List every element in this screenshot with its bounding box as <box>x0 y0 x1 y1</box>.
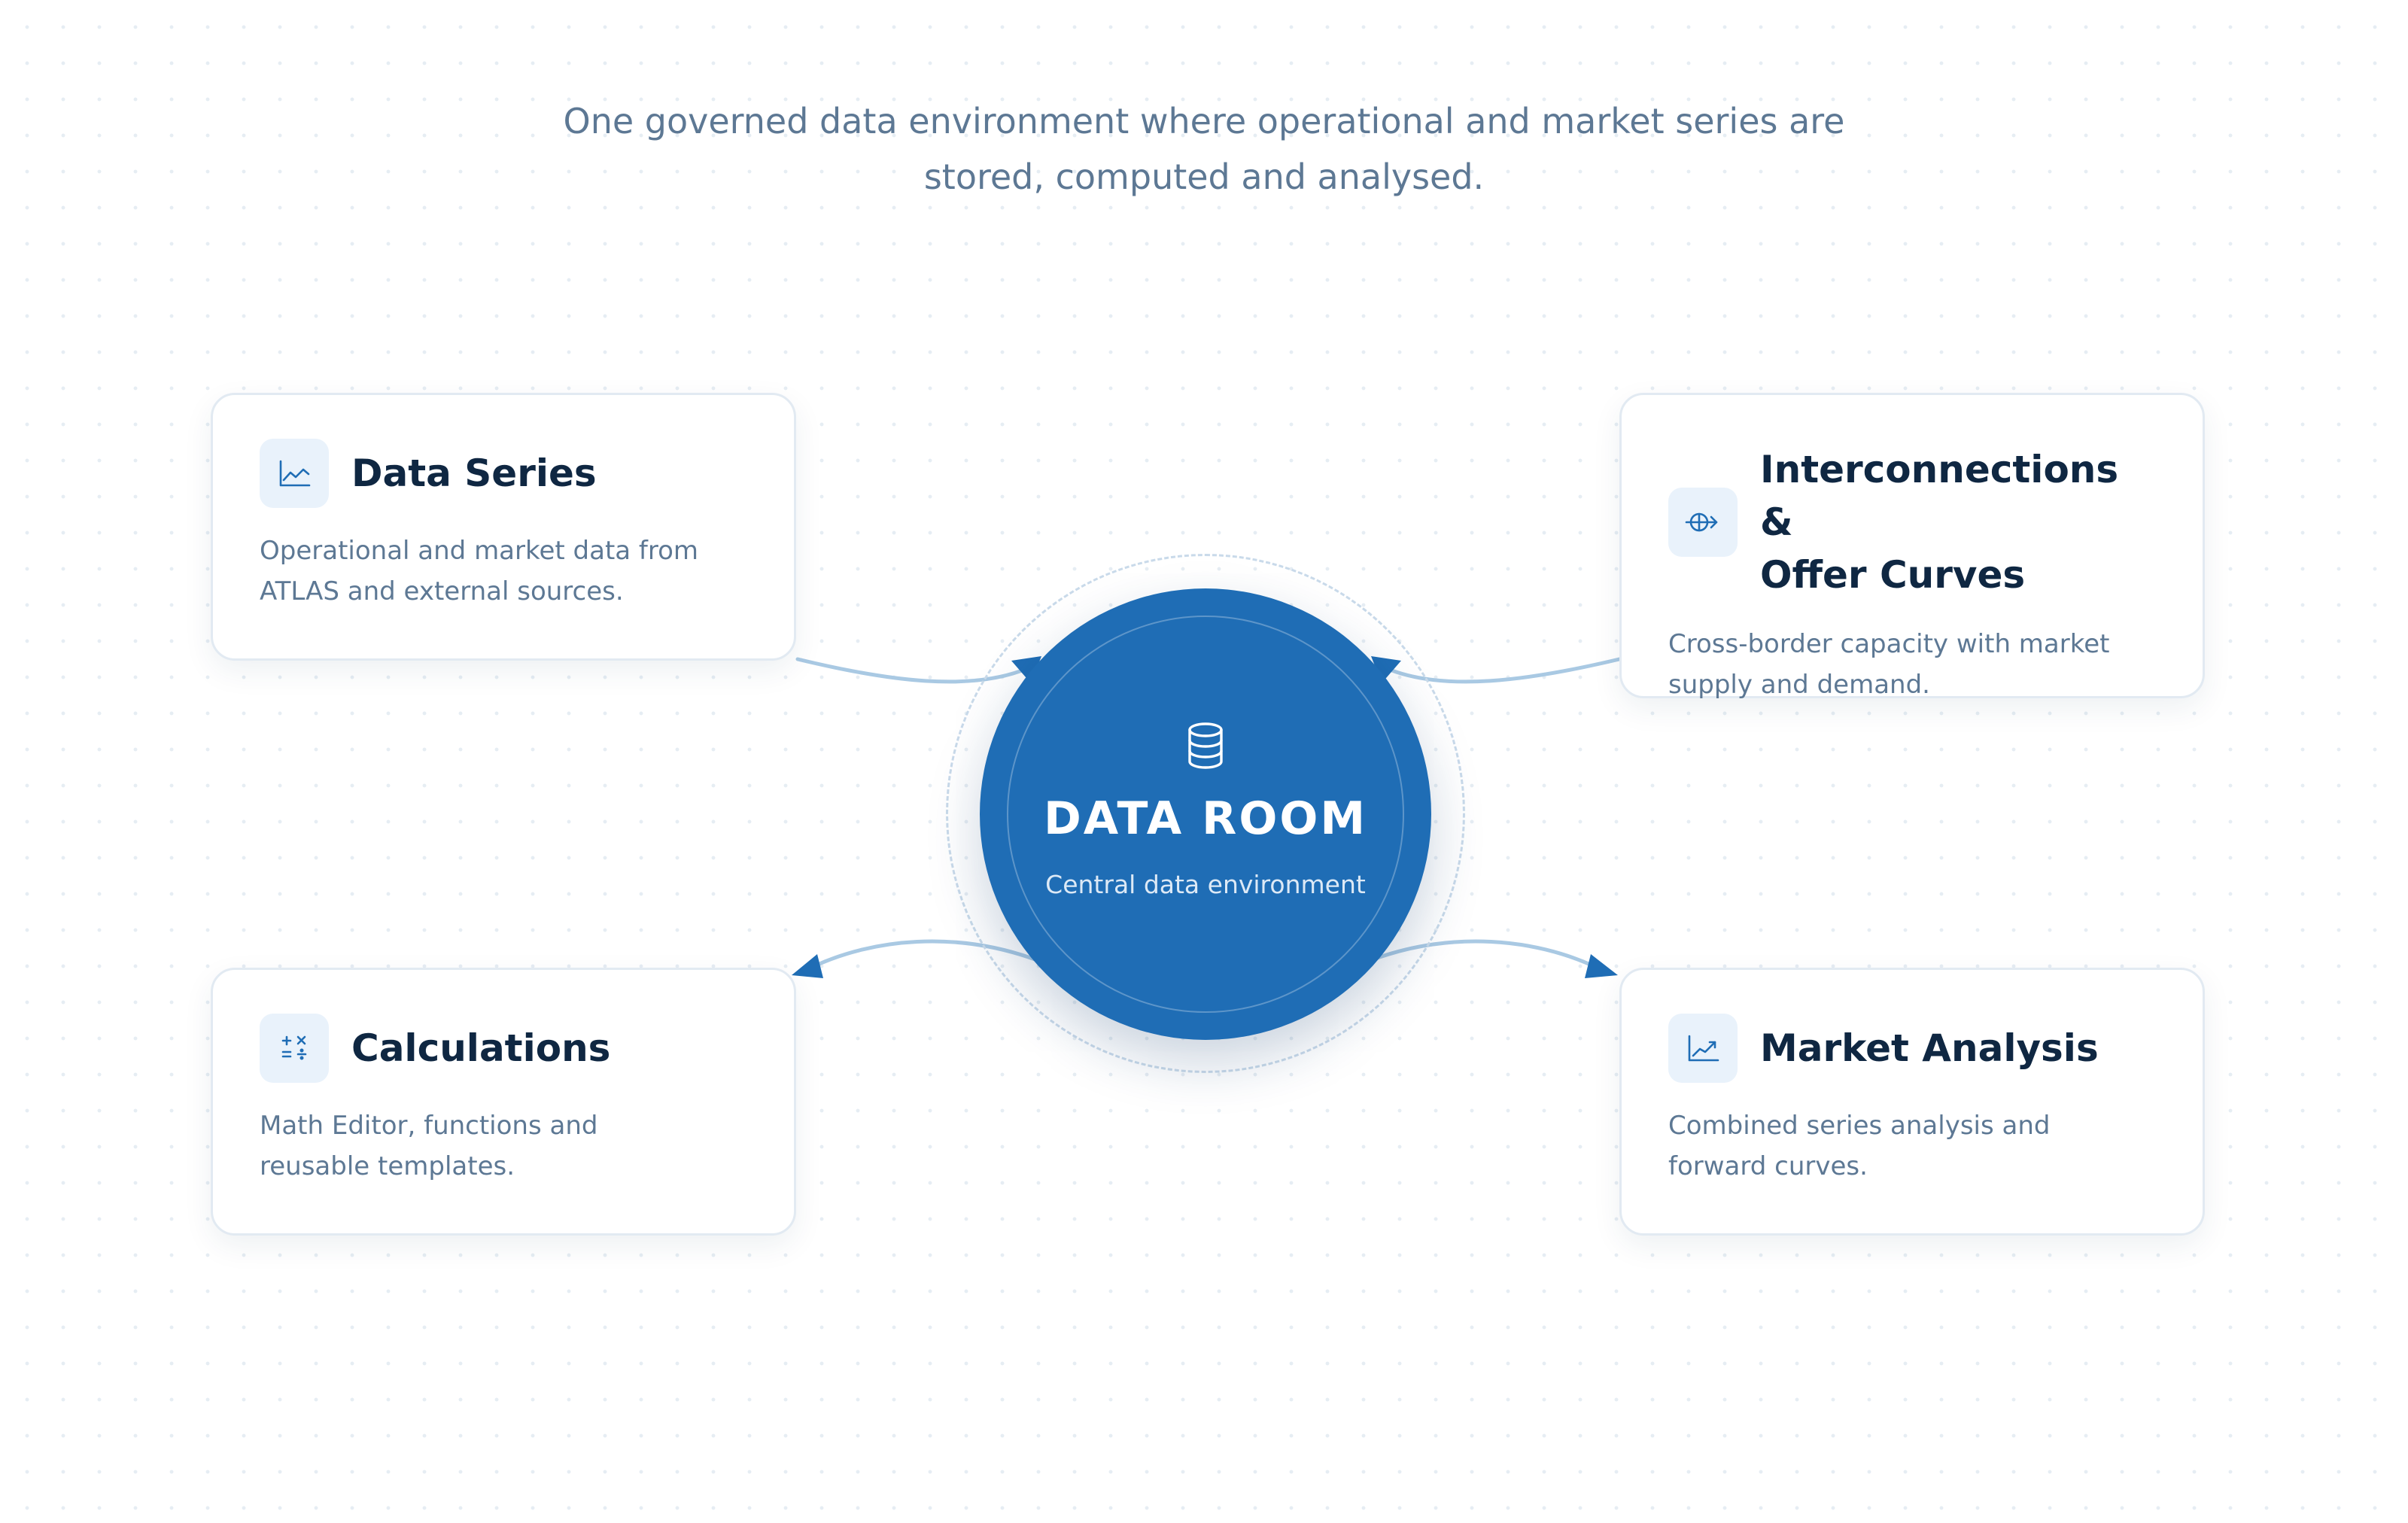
database-icon <box>1188 722 1223 769</box>
hub-title: DATA ROOM <box>1043 792 1368 845</box>
card-header: Interconnections & Offer Curves <box>1668 443 2157 601</box>
line-chart-icon <box>260 439 329 508</box>
card-header: Data Series <box>260 439 749 508</box>
card-title: Interconnections & Offer Curves <box>1760 443 2157 601</box>
hub-subtitle: Central data environment <box>1045 870 1366 899</box>
card-description-line: ATLAS and external sources. <box>260 576 624 606</box>
card-title-line: Offer Curves <box>1760 553 2026 597</box>
interconnection-icon <box>1668 488 1738 557</box>
intro-line: One governed data environment where oper… <box>563 101 1845 141</box>
arrow-hub-to-calculations <box>792 954 823 978</box>
card-description-line: Cross-border capacity with market <box>1668 629 2110 659</box>
card-title: Market Analysis <box>1760 1026 2099 1070</box>
hub-outer-dashed-ring <box>946 554 1465 1073</box>
intro-line: stored, computed and analysed. <box>923 157 1485 197</box>
card-description-line: Operational and market data from <box>260 536 699 566</box>
card-market-analysis[interactable]: Market Analysis Combined series analysis… <box>1619 968 2205 1236</box>
card-header: Calculations <box>260 1014 749 1083</box>
card-description-line: forward curves. <box>1668 1151 1868 1181</box>
card-description-line: Combined series analysis and <box>1668 1111 2051 1141</box>
card-description: Operational and market data from ATLAS a… <box>260 530 749 612</box>
trend-chart-icon <box>1668 1014 1738 1083</box>
card-title: Data Series <box>351 451 597 495</box>
card-description-line: supply and demand. <box>1668 670 1930 700</box>
card-title: Calculations <box>351 1026 611 1070</box>
card-description: Combined series analysis and forward cur… <box>1668 1105 2157 1187</box>
card-calculations[interactable]: Calculations Math Editor, functions and … <box>211 968 796 1236</box>
card-header: Market Analysis <box>1668 1014 2157 1083</box>
card-description: Cross-border capacity with market supply… <box>1668 624 2157 705</box>
arrow-hub-to-market-analysis <box>1585 954 1618 978</box>
card-title-line: Interconnections & <box>1760 448 2119 544</box>
card-interconnections[interactable]: Interconnections & Offer Curves Cross-bo… <box>1619 393 2205 700</box>
math-operators-icon <box>260 1014 329 1083</box>
card-description-line: reusable templates. <box>260 1151 515 1181</box>
card-description: Math Editor, functions and reusable temp… <box>260 1105 749 1187</box>
intro-text: One governed data environment where oper… <box>451 93 1956 205</box>
card-description-line: Math Editor, functions and <box>260 1111 598 1141</box>
hub-inner-ring <box>1007 616 1404 1013</box>
card-data-series[interactable]: Data Series Operational and market data … <box>211 393 796 661</box>
data-room-hub[interactable]: DATA ROOM Central data environment <box>980 588 1431 1040</box>
